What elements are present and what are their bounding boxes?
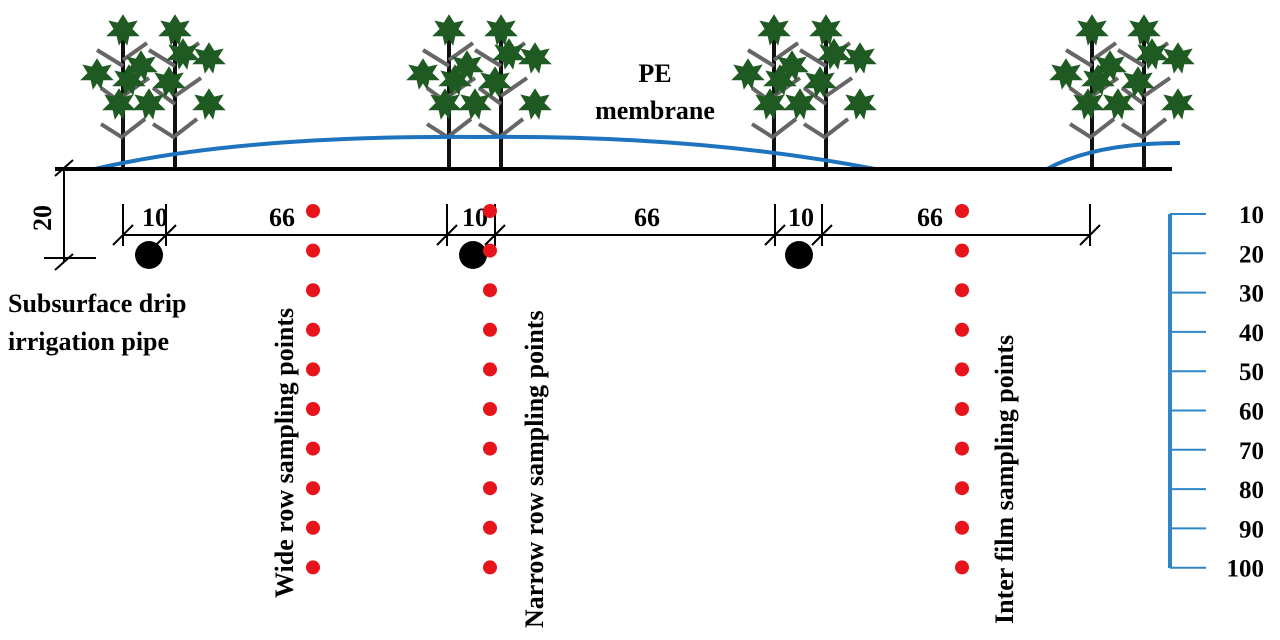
depth-scale-label: 80 [1239, 477, 1264, 504]
sampling-point-icon [306, 283, 320, 298]
depth-scale-label: 100 [1227, 556, 1265, 583]
drip-pipe-icon [135, 241, 163, 269]
sampling-point-icon [955, 441, 969, 456]
depth-scale-label: 40 [1239, 320, 1264, 347]
inter-film-label: Inter film sampling points [990, 335, 1019, 624]
sampling-point-icon [955, 204, 969, 218]
depth-scale-label: 60 [1239, 399, 1264, 426]
sampling-point-icon [955, 520, 969, 535]
sampling-point-icon [483, 481, 497, 496]
sampling-point-icon [306, 441, 320, 456]
depth-scale-label: 20 [1239, 241, 1264, 268]
pipe-label-line1: Subsurface drip [8, 289, 186, 318]
sampling-point-icon [955, 481, 969, 496]
sampling-point-icon [955, 402, 969, 416]
dimension-text-6: 66 [917, 203, 943, 232]
dimension-text-4: 66 [634, 203, 660, 232]
sampling-point-icon [483, 283, 497, 298]
sampling-point-icon [306, 402, 320, 416]
sampling-point-icon [306, 322, 320, 337]
sampling-point-icon [955, 560, 969, 575]
sampling-point-icon [306, 243, 320, 258]
cotton-plant-icon [731, 14, 877, 168]
sampling-point-icon [483, 520, 497, 535]
cotton-plant-icon [80, 14, 226, 168]
sampling-point-icon [483, 204, 497, 218]
dimension-text-2: 66 [269, 203, 295, 232]
membrane-label-line1: PE [638, 59, 671, 88]
sampling-point-icon [483, 441, 497, 456]
cotton-plant-icon [406, 14, 552, 168]
sampling-points [306, 204, 969, 575]
sampling-point-icon [306, 560, 320, 575]
sampling-point-icon [483, 322, 497, 337]
dimension-text-5: 10 [788, 203, 814, 232]
narrow-row-label: Narrow row sampling points [520, 310, 549, 628]
sampling-point-icon [306, 520, 320, 535]
depth-scale-label: 10 [1239, 202, 1264, 229]
sampling-point-icon [306, 481, 320, 496]
cotton-plants [80, 14, 1195, 168]
pe-membrane-left [94, 134, 876, 171]
sampling-point-icon [306, 204, 320, 218]
depth-dimension: 20 [28, 159, 96, 271]
dimension-text-1: 10 [142, 203, 168, 232]
sampling-point-icon [955, 283, 969, 298]
depth-scale-label: 50 [1239, 359, 1264, 386]
sampling-point-icon [483, 560, 497, 575]
depth-scale-label: 70 [1239, 438, 1264, 465]
dimension-text-3: 10 [462, 203, 488, 232]
depth-scale-label: 90 [1239, 516, 1264, 543]
depth-dimension-text: 20 [28, 205, 57, 231]
sampling-point-icon [955, 362, 969, 377]
depth-scale-label: 30 [1239, 281, 1264, 308]
drip-pipe-icon [785, 241, 813, 269]
sampling-point-icon [955, 322, 969, 337]
horizontal-dimension: 10 66 10 66 10 66 [112, 203, 1101, 246]
sampling-point-icon [955, 243, 969, 258]
sampling-point-icon [483, 243, 497, 258]
drip-pipe-icon [459, 241, 487, 269]
depth-scale: 10 20 30 40 50 60 70 80 90 100 [1168, 202, 1265, 583]
sampling-point-icon [483, 362, 497, 377]
pe-membrane-right [1046, 141, 1181, 171]
sampling-point-icon [483, 402, 497, 416]
wide-row-label: Wide row sampling points [270, 308, 299, 598]
membrane-label-line2: membrane [595, 96, 715, 125]
pipe-label-line2: irrigation pipe [8, 327, 169, 356]
sampling-point-icon [306, 362, 320, 377]
